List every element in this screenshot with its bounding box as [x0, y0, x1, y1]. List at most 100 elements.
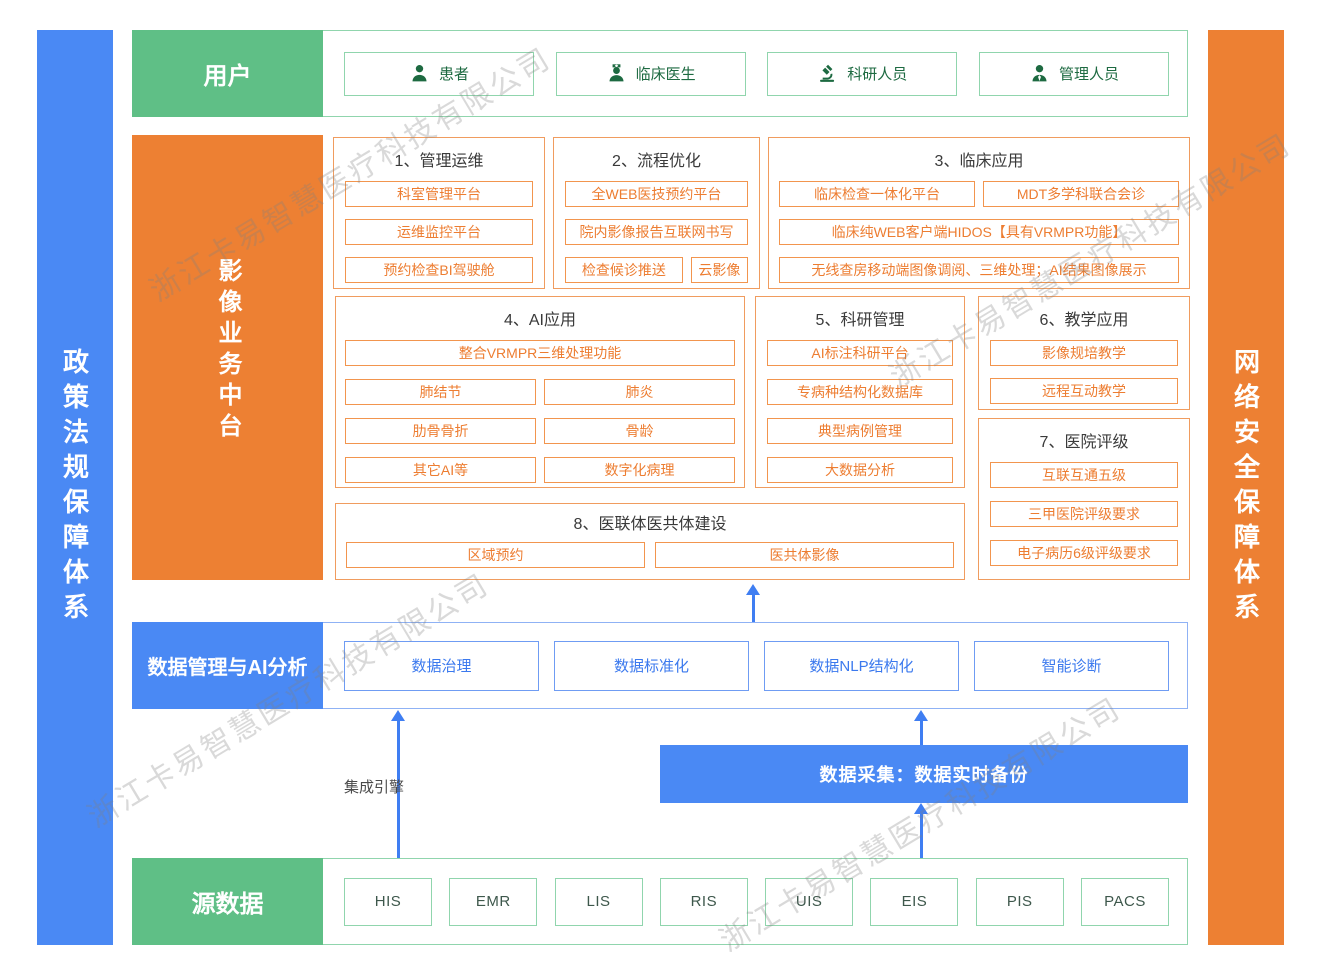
user-row: 用户 患者 临床医生 [132, 30, 1188, 117]
platform-item: 整合VRMPR三维处理功能 [345, 340, 735, 366]
arrow-source-to-collection [920, 814, 923, 858]
user-item-admin: 管理人员 [978, 51, 1169, 96]
integration-engine-label: 集成引擎 [344, 779, 405, 796]
imaging-platform-label: 影像业务中台 [214, 257, 241, 444]
manager-icon [1032, 65, 1047, 82]
patient-icon [412, 65, 427, 82]
user-item-researcher: 科研人员 [767, 51, 958, 96]
platform-item: 大数据分析 [767, 457, 953, 483]
policy-regulation-label: 政策法规保障体系 [59, 347, 90, 628]
group-body: AI标注科研平台 专病种结构化数据库 典型病例管理 大数据分析 [756, 340, 964, 483]
group-title: 1、管理运维 [394, 153, 484, 170]
platform-item: 院内影像报告互联网书写 [565, 219, 748, 245]
group-clinical-application: 3、临床应用 临床检查一体化平台 MDT多学科联合会诊 临床纯WEB客户端HID… [768, 137, 1190, 289]
platform-item: 无线查房移动端图像调阅、三维处理；AI结果图像展示 [779, 257, 1179, 283]
group-ai-application: 4、AI应用 整合VRMPR三维处理功能 肺结节 肺炎 肋骨骨折 骨龄 其它AI… [335, 296, 745, 488]
platform-item: MDT多学科联合会诊 [983, 181, 1179, 207]
data-item-governance: 数据治理 [344, 640, 539, 691]
network-security-label: 网络安全保障体系 [1230, 347, 1261, 628]
arrow-data-to-platform [752, 594, 755, 622]
platform-item: 骨龄 [544, 418, 735, 444]
group-body: 临床检查一体化平台 MDT多学科联合会诊 临床纯WEB客户端HIDOS【具有VR… [769, 181, 1189, 283]
data-collection-box: 数据采集：数据实时备份 [660, 745, 1188, 803]
user-item-patient: 患者 [344, 51, 534, 96]
user-item-label: 管理人员 [1058, 66, 1119, 83]
platform-item: 影像规培教学 [990, 340, 1178, 366]
network-security-bar: 网络安全保障体系 [1208, 30, 1284, 945]
group-title: 6、教学应用 [1039, 312, 1129, 329]
policy-regulation-bar: 政策法规保障体系 [37, 30, 113, 945]
group-body: 全WEB医技预约平台 院内影像报告互联网书写 检查候诊推送 云影像 [554, 181, 759, 283]
platform-item: 远程互动教学 [990, 378, 1178, 404]
group-body: 互联互通五级 三甲医院评级要求 电子病历6级评级要求 [979, 462, 1189, 566]
arrow-collection-to-data-row [920, 721, 923, 745]
source-item-his: HIS [344, 877, 432, 926]
source-data-row-label: 源数据 [132, 858, 323, 945]
platform-item: 运维监控平台 [345, 219, 533, 245]
platform-item: 临床检查一体化平台 [779, 181, 975, 207]
group-body: 科室管理平台 运维监控平台 预约检查BI驾驶舱 [334, 181, 544, 283]
source-data-row: 源数据 HIS EMR LIS RIS UIS EIS PIS PACS [132, 858, 1188, 945]
source-item-pacs: PACS [1080, 877, 1169, 926]
user-item-clinician: 临床医生 [555, 51, 746, 96]
imaging-platform-label-block: 影像业务中台 [132, 135, 323, 580]
group-body: 区域预约 医共体影像 [336, 542, 964, 568]
platform-item: 预约检查BI驾驶舱 [345, 257, 533, 283]
arrow-up-icon [914, 710, 928, 721]
arrow-up-icon [391, 710, 405, 721]
doctor-icon [609, 64, 624, 82]
source-item-emr: EMR [449, 877, 538, 926]
data-item-standardization: 数据标准化 [554, 640, 749, 691]
platform-item: 科室管理平台 [345, 181, 533, 207]
platform-item: 云影像 [690, 257, 748, 283]
platform-item: 其它AI等 [345, 457, 536, 483]
platform-item: 肺炎 [544, 379, 735, 405]
platform-item: 全WEB医技预约平台 [565, 181, 748, 207]
source-item-pis: PIS [975, 877, 1064, 926]
user-item-label: 患者 [438, 66, 469, 83]
platform-item: 专病种结构化数据库 [767, 379, 953, 405]
data-item-intelligent-diagnosis: 智能诊断 [974, 640, 1169, 691]
group-research-management: 5、科研管理 AI标注科研平台 专病种结构化数据库 典型病例管理 大数据分析 [755, 296, 965, 488]
platform-item: 三甲医院评级要求 [990, 501, 1178, 527]
data-management-row: 数据管理与AI分析 数据治理 数据标准化 数据NLP结构化 智能诊断 [132, 622, 1188, 709]
group-body: 整合VRMPR三维处理功能 肺结节 肺炎 肋骨骨折 骨龄 其它AI等 数字化病理 [336, 340, 744, 483]
arrow-integration-engine [397, 721, 400, 858]
group-title: 4、AI应用 [503, 312, 577, 329]
user-row-label: 用户 [132, 30, 323, 117]
group-title: 8、医联体医共体建设 [573, 516, 727, 533]
platform-item: 数字化病理 [544, 457, 735, 483]
platform-item: 肺结节 [345, 379, 536, 405]
arrow-up-icon [914, 803, 928, 814]
arrow-up-icon [746, 584, 760, 595]
group-body: 影像规培教学 远程互动教学 [979, 340, 1189, 404]
user-item-label: 科研人员 [847, 66, 908, 83]
platform-item: 互联互通五级 [990, 462, 1178, 488]
group-management-ops: 1、管理运维 科室管理平台 运维监控平台 预约检查BI驾驶舱 [333, 137, 545, 289]
source-item-ris: RIS [659, 877, 748, 926]
microscope-icon [820, 64, 835, 82]
group-title: 5、科研管理 [815, 312, 905, 329]
platform-item: 医共体影像 [655, 542, 954, 568]
platform-item: 检查候诊推送 [565, 257, 683, 283]
platform-item: 电子病历6级评级要求 [990, 540, 1178, 566]
group-title: 7、医院评级 [1039, 434, 1129, 451]
platform-item: 区域预约 [346, 542, 645, 568]
group-process-optimization: 2、流程优化 全WEB医技预约平台 院内影像报告互联网书写 检查候诊推送 云影像 [553, 137, 760, 289]
source-item-uis: UIS [765, 877, 854, 926]
platform-item: 临床纯WEB客户端HIDOS【具有VRMPR功能】 [779, 219, 1179, 245]
user-row-items: 患者 临床医生 科研人员 [323, 31, 1187, 116]
data-management-row-label: 数据管理与AI分析 [132, 622, 323, 709]
group-hospital-rating: 7、医院评级 互联互通五级 三甲医院评级要求 电子病历6级评级要求 [978, 418, 1190, 580]
group-teaching-application: 6、教学应用 影像规培教学 远程互动教学 [978, 296, 1190, 410]
platform-item: AI标注科研平台 [767, 340, 953, 366]
source-data-items: HIS EMR LIS RIS UIS EIS PIS PACS [323, 859, 1187, 944]
group-medical-alliance: 8、医联体医共体建设 区域预约 医共体影像 [335, 503, 965, 580]
group-title: 3、临床应用 [934, 153, 1024, 170]
group-title: 2、流程优化 [612, 153, 701, 170]
platform-item: 肋骨骨折 [345, 418, 536, 444]
data-item-nlp-structuring: 数据NLP结构化 [764, 640, 959, 691]
source-item-lis: LIS [554, 877, 643, 926]
platform-item: 典型病例管理 [767, 418, 953, 444]
